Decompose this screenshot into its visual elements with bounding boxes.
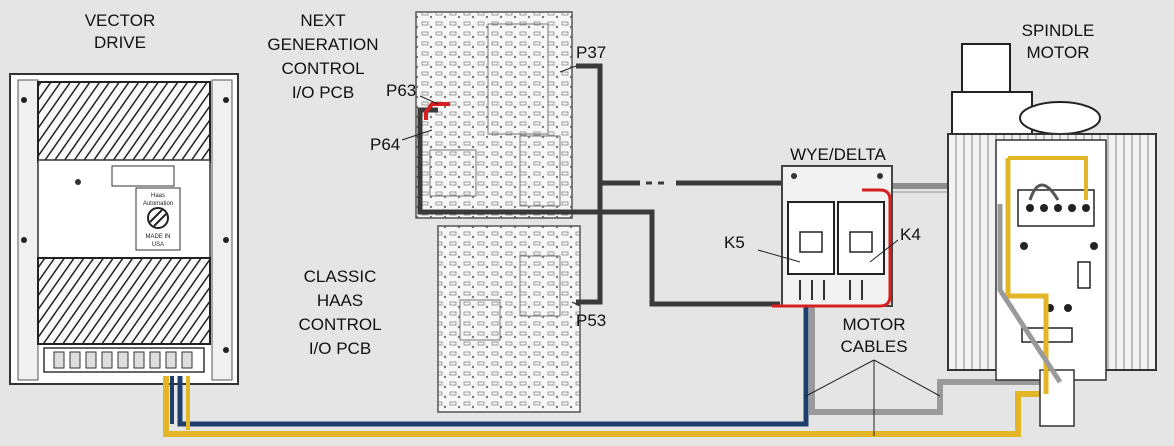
haas-badge	[135, 187, 181, 251]
yellow-motor-cable	[163, 376, 1050, 437]
next-gen-pcb-label-4: I/O PCB	[292, 83, 354, 102]
badge-automation: Automation	[143, 201, 173, 207]
classic-pcb-label-3: CONTROL	[298, 315, 381, 334]
classic-pcb-label-4: I/O PCB	[309, 339, 371, 358]
classic-pcb-label-1: CLASSIC	[304, 267, 377, 286]
vector-drive: Haas Automation MADE IN USA	[9, 73, 239, 385]
k4-label: K4	[900, 225, 921, 244]
next-gen-io-pcb	[415, 11, 573, 219]
blue-motor-cable	[177, 300, 809, 427]
spindle-gray-wire	[997, 204, 1063, 384]
wye-delta-label: WYE/DELTA	[790, 145, 886, 164]
p64-label: P64	[370, 135, 400, 154]
p37-control-cable	[576, 63, 603, 183]
spindle-yellow-wire	[1005, 158, 1049, 394]
p53-control-cable	[576, 183, 603, 305]
k5-label: K5	[724, 233, 745, 252]
next-gen-pcb-label-3: CONTROL	[281, 59, 364, 78]
next-gen-pcb-label-2: GENERATION	[267, 35, 378, 54]
p37-label: P37	[576, 43, 606, 62]
p63-label: P63	[386, 81, 416, 100]
wye-delta-box	[772, 165, 893, 308]
vector-drive-label-2: DRIVE	[94, 33, 146, 52]
spindle-motor-label-2: MOTOR	[1027, 43, 1090, 62]
classic-pcb-label-2: HAAS	[317, 291, 363, 310]
motor-cables-label-1: MOTOR	[843, 315, 906, 334]
gray-motor-cable	[809, 300, 1060, 415]
haas-logo-icon	[147, 207, 169, 229]
p64-highlight	[424, 102, 450, 120]
k4-highlight	[772, 188, 892, 308]
motor-cables-label-2: CABLES	[840, 337, 907, 356]
badge-usa: USA	[152, 242, 164, 248]
motor-cables-callout	[805, 359, 941, 436]
p64-control-cable	[417, 107, 780, 307]
p53-label: P53	[576, 311, 606, 330]
classic-io-pcb	[437, 225, 581, 413]
spindle-motor	[947, 43, 1157, 427]
spindle-motor-label-1: SPINDLE	[1022, 21, 1095, 40]
badge-made-in: MADE IN	[145, 234, 170, 240]
vector-drive-label-1: VECTOR	[85, 11, 156, 30]
next-gen-pcb-label-1: NEXT	[300, 11, 345, 30]
badge-haas: Haas	[151, 193, 165, 199]
